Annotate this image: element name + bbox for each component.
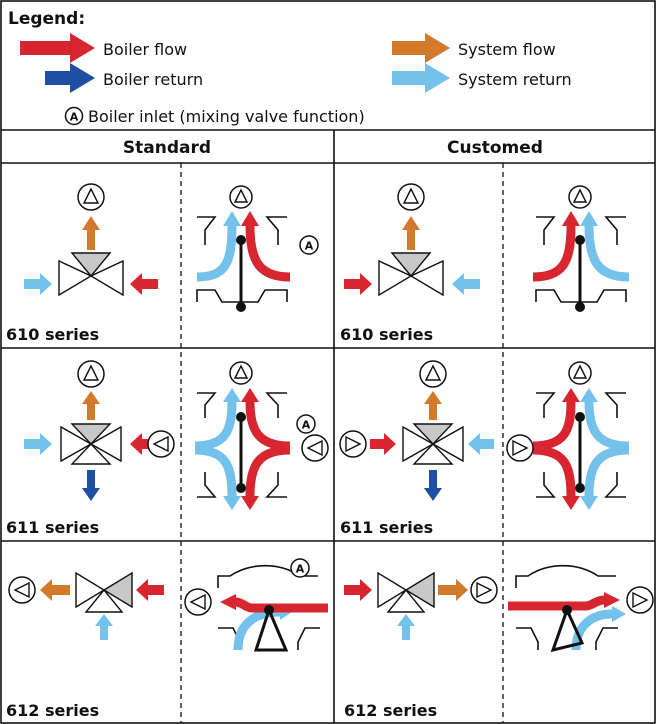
svg-text:A: A: [296, 563, 305, 576]
boiler-flow-arrow-icon: [344, 273, 372, 295]
pump-icon: [339, 430, 367, 458]
system-return-arrow-icon: [24, 273, 52, 295]
system-return-arrow-icon: [452, 273, 480, 295]
boiler-return-label: Boiler return: [103, 70, 203, 89]
series-label-611-customed: 611 series: [340, 518, 433, 537]
valve-symbol-610-customed: [344, 183, 480, 297]
valve-cutaway-610-customed: [532, 185, 630, 312]
inlet-marker-icon: [64, 106, 84, 126]
boiler-flow-arrow-icon: [370, 433, 396, 455]
system-flow-arrow-icon: [424, 391, 442, 420]
pump-icon: [301, 434, 329, 462]
standard-header: Standard: [123, 138, 211, 158]
valve-cutaway-611-customed: [506, 361, 630, 510]
boiler-return-arrow-icon: [45, 63, 95, 93]
system-return-arrow-icon: [397, 614, 415, 640]
system-flow-arrow-icon: [82, 391, 100, 420]
pump-icon: [147, 430, 175, 458]
inlet-marker-icon: [299, 235, 319, 255]
valve-symbol-612-customed: [344, 571, 498, 640]
boiler-flow-arrow-icon: [20, 33, 95, 63]
boiler-return-arrow-icon: [82, 470, 100, 501]
valve-cutaway-611-standard: A: [194, 361, 329, 510]
inlet-label: Boiler inlet (mixing valve function): [88, 107, 365, 126]
series-label-612-customed: 612 series: [344, 701, 437, 720]
svg-text:A: A: [305, 240, 314, 253]
customed-header: Customed: [447, 138, 543, 158]
valve-cutaway-612-standard: A: [184, 558, 328, 652]
valve-cutaway-612-customed: [508, 564, 654, 653]
boiler-flow-arrow-icon: [136, 579, 164, 601]
system-return-arrow-icon: [24, 433, 52, 455]
series-label-610-customed: 610 series: [340, 325, 433, 344]
system-return-arrow-icon: [468, 433, 494, 455]
system-flow-arrow-icon: [40, 579, 70, 601]
boiler-flow-arrow-icon: [344, 579, 372, 601]
boiler-return-arrow-icon: [424, 470, 442, 501]
valve-symbol-610-standard: [24, 183, 158, 297]
system-return-label: System return: [458, 70, 572, 89]
valve-symbol-611-standard: [24, 360, 175, 501]
inlet-marker-icon: [296, 414, 316, 434]
svg-text:A: A: [302, 419, 311, 432]
pump-icon: [470, 576, 498, 604]
system-flow-label: System flow: [458, 40, 556, 59]
valve-symbol-612-standard: [8, 571, 164, 640]
pump-icon: [506, 434, 534, 462]
system-flow-arrow-icon: [392, 33, 450, 63]
inlet-marker-letter: A: [70, 111, 79, 124]
system-return-arrow-icon: [95, 614, 113, 640]
inlet-marker-icon: [290, 558, 310, 578]
system-flow-arrow-icon: [402, 216, 420, 250]
valve-cutaway-610-standard: A: [196, 185, 319, 312]
dashed-dividers: [180, 163, 504, 723]
boiler-flow-arrow-icon: [130, 273, 158, 295]
boiler-flow-arrow-icon: [130, 433, 158, 455]
series-label-612-standard: 612 series: [6, 701, 99, 720]
series-label-611-standard: 611 series: [6, 518, 99, 537]
system-return-arrow-icon: [392, 63, 450, 93]
pump-icon: [184, 588, 212, 616]
pump-icon: [626, 586, 654, 614]
system-flow-arrow-icon: [82, 216, 100, 250]
legend: Legend: Boiler flow System flow Boiler r…: [8, 9, 572, 126]
series-label-610-standard: 610 series: [6, 325, 99, 344]
boiler-flow-label: Boiler flow: [103, 40, 187, 59]
valve-symbol-611-customed: [339, 360, 494, 501]
system-flow-arrow-icon: [438, 579, 468, 601]
pump-icon: [8, 576, 36, 604]
legend-title: Legend:: [8, 9, 85, 29]
